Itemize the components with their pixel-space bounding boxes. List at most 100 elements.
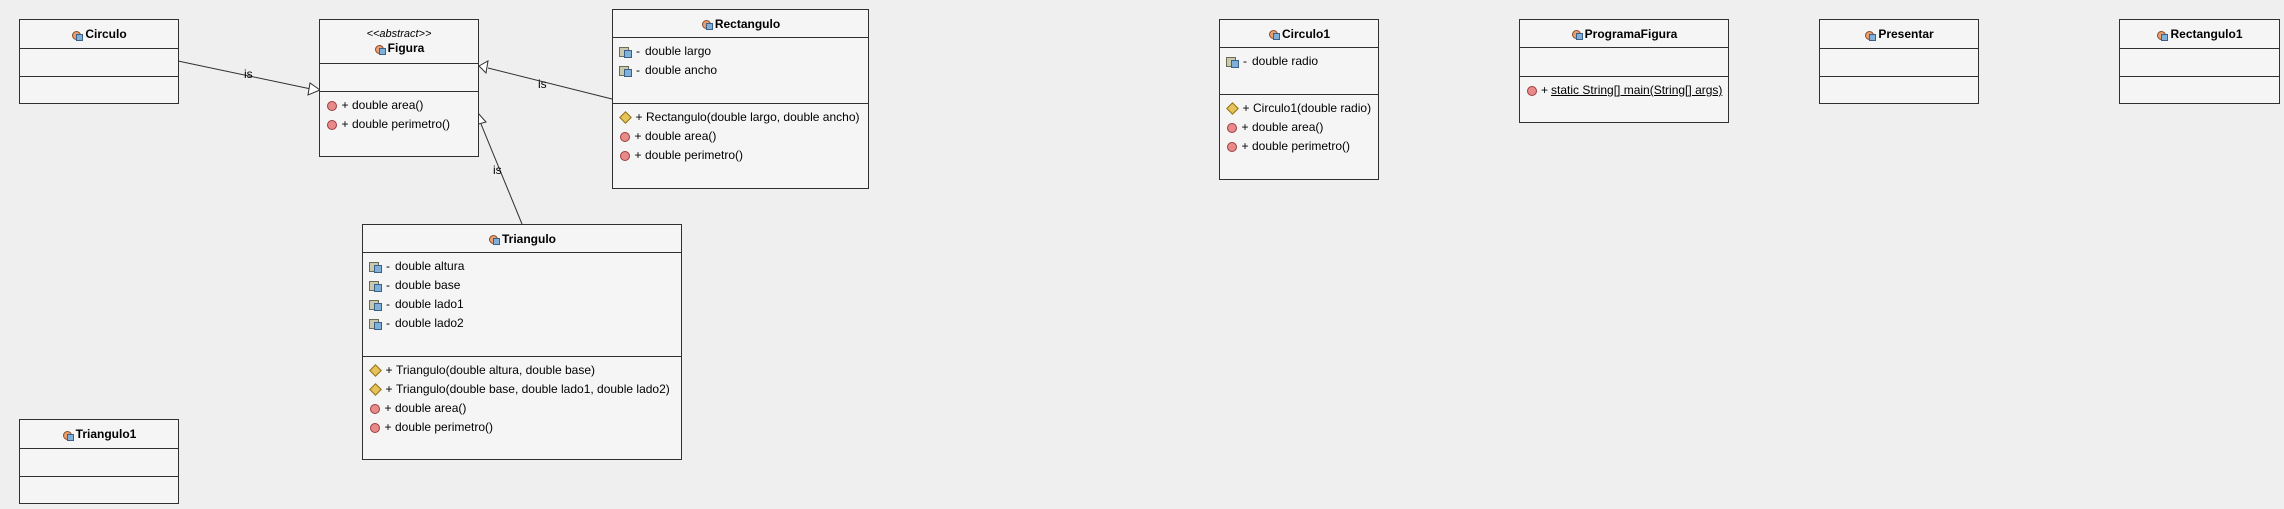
method-row[interactable]: + double area()	[1226, 118, 1372, 137]
private-field-icon	[369, 299, 382, 311]
methods-section	[20, 77, 178, 103]
relation-label: is	[538, 77, 547, 91]
constructor-row[interactable]: + Circulo1(double radio)	[1226, 99, 1372, 118]
class-triangulo[interactable]: Triangulo - double altura - double base …	[362, 224, 682, 460]
public-method-icon	[327, 119, 337, 130]
public-method-icon	[1227, 122, 1237, 133]
methods-section: + Rectangulo(double largo, double ancho)…	[613, 104, 868, 188]
visibility-marker: -	[386, 316, 390, 330]
class-triangulo1[interactable]: Triangulo1	[19, 419, 179, 504]
class-name: Figura	[387, 41, 425, 55]
method-signature: Triangulo(double base, double lado1, dou…	[396, 382, 670, 396]
visibility-marker: -	[386, 278, 390, 292]
method-row[interactable]: + double area()	[369, 399, 675, 418]
field-row[interactable]: - double lado1	[369, 295, 675, 314]
class-circulo[interactable]: Circulo	[19, 19, 179, 104]
method-signature: double perimetro()	[352, 117, 451, 131]
class-name: Circulo1	[1281, 26, 1330, 41]
visibility-marker: +	[341, 98, 349, 112]
field-signature: double lado1	[395, 297, 464, 311]
attributes-section: - double altura - double base - double l…	[363, 253, 681, 357]
field-row[interactable]: - double lado2	[369, 314, 675, 333]
relation-label: is	[244, 67, 253, 81]
method-signature: Triangulo(double altura, double base)	[396, 363, 596, 377]
private-field-icon	[369, 280, 382, 292]
class-presentar[interactable]: Presentar	[1819, 19, 1979, 104]
visibility-marker: +	[1541, 83, 1549, 97]
visibility-marker: +	[1242, 101, 1250, 115]
class-header: ProgramaFigura	[1520, 20, 1728, 48]
field-row[interactable]: - double altura	[369, 257, 675, 276]
class-header: Rectangulo	[613, 10, 868, 38]
field-row[interactable]: - double ancho	[619, 61, 862, 80]
field-row[interactable]: - double radio	[1226, 52, 1372, 71]
class-icon	[374, 43, 386, 55]
method-row[interactable]: + double perimetro()	[326, 115, 472, 134]
attributes-section	[20, 449, 178, 477]
visibility-marker: -	[636, 44, 640, 58]
field-signature: double radio	[1252, 54, 1319, 68]
relation-rectangulo-figura[interactable]: is	[478, 60, 613, 100]
method-signature: Circulo1(double radio)	[1253, 101, 1372, 115]
constructor-icon	[369, 364, 382, 377]
class-icon	[1268, 28, 1280, 40]
class-header: Triangulo	[363, 225, 681, 253]
field-signature: double lado2	[395, 316, 464, 330]
visibility-marker: -	[386, 259, 390, 273]
constructor-row[interactable]: + Rectangulo(double largo, double ancho)	[619, 108, 862, 127]
class-icon	[488, 233, 500, 245]
method-signature: double area()	[352, 98, 424, 112]
attributes-section	[1520, 48, 1728, 77]
field-row[interactable]: - double largo	[619, 42, 862, 61]
class-programafigura[interactable]: ProgramaFigura + static String[] main(St…	[1519, 19, 1729, 123]
constructor-row[interactable]: + Triangulo(double altura, double base)	[369, 361, 675, 380]
relation-triangulo-figura[interactable]: is	[474, 111, 523, 225]
private-field-icon	[369, 318, 382, 330]
method-row[interactable]: + double perimetro()	[619, 146, 862, 165]
method-signature: static String[] main(String[] args)	[1551, 83, 1723, 97]
class-icon	[1864, 29, 1877, 41]
visibility-marker: +	[635, 110, 643, 124]
public-method-icon	[620, 150, 630, 161]
class-name: Rectangulo1	[2170, 27, 2243, 41]
attributes-section	[20, 49, 178, 77]
class-icon	[71, 29, 84, 41]
method-row[interactable]: + double area()	[326, 96, 472, 115]
relation-circulo-figura[interactable]: is	[177, 60, 322, 96]
class-rectangulo1[interactable]: Rectangulo1	[2119, 19, 2280, 104]
method-signature: double area()	[395, 401, 467, 415]
field-row[interactable]: - double base	[369, 276, 675, 295]
field-signature: double ancho	[645, 63, 718, 77]
method-row[interactable]: + double perimetro()	[369, 418, 675, 437]
public-method-icon	[620, 131, 630, 142]
class-figura[interactable]: <<abstract>> Figura + double area() + do…	[319, 19, 479, 157]
relation-label: is	[493, 163, 502, 177]
methods-section: + Circulo1(double radio) + double area()…	[1220, 95, 1378, 179]
attributes-section	[2120, 49, 2279, 77]
methods-section	[20, 477, 178, 503]
class-circulo1[interactable]: Circulo1 - double radio + Circulo1(doubl…	[1219, 19, 1379, 180]
class-icon	[62, 429, 74, 441]
method-row[interactable]: + static String[] main(String[] args)	[1526, 81, 1722, 100]
constructor-row[interactable]: + Triangulo(double base, double lado1, d…	[369, 380, 675, 399]
class-header: Circulo1	[1220, 20, 1378, 48]
field-signature: double altura	[395, 259, 465, 273]
method-signature: double perimetro()	[645, 148, 744, 162]
private-field-icon	[619, 46, 632, 58]
visibility-marker: +	[634, 129, 642, 143]
constructor-icon	[369, 383, 382, 396]
public-method-icon	[1527, 85, 1537, 96]
stereotype-label: <<abstract>>	[366, 28, 432, 40]
class-rectangulo[interactable]: Rectangulo - double largo - double ancho…	[612, 9, 869, 189]
visibility-marker: +	[384, 420, 392, 434]
private-field-icon	[1226, 56, 1239, 68]
visibility-marker: +	[385, 363, 393, 377]
field-signature: double base	[395, 278, 461, 292]
visibility-marker: +	[385, 382, 393, 396]
attributes-section: - double radio	[1220, 48, 1378, 95]
method-row[interactable]: + double area()	[619, 127, 862, 146]
attributes-section	[1820, 49, 1978, 77]
method-signature: double area()	[645, 129, 717, 143]
method-row[interactable]: + double perimetro()	[1226, 137, 1372, 156]
